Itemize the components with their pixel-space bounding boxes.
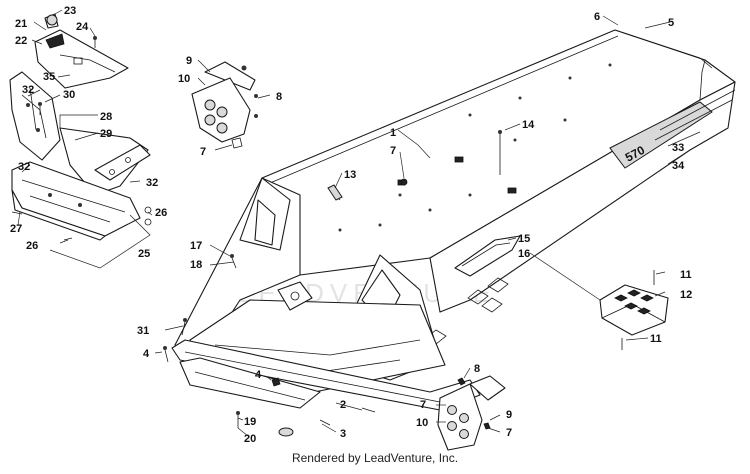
mount-plate: [277, 281, 313, 311]
callout-17: 17: [190, 240, 202, 252]
callout-6: 6: [594, 11, 600, 23]
callout-9-bottom: 9: [506, 409, 512, 421]
mid-bracket: [59, 127, 151, 196]
callout-9-top: 9: [186, 55, 192, 67]
callout-16: 16: [518, 248, 530, 260]
callout-35: 35: [43, 71, 55, 83]
deck-slot: [454, 235, 521, 277]
callout-19: 19: [244, 416, 256, 428]
side-decal: [609, 101, 713, 169]
callout-5: 5: [668, 17, 674, 29]
callout-26-right: 26: [155, 207, 167, 219]
callout-32-right: 32: [146, 177, 158, 189]
callout-26-left: 26: [26, 240, 38, 252]
callout-34: 34: [672, 160, 685, 172]
lower-left-plate: [11, 161, 141, 241]
callout-18: 18: [190, 259, 202, 271]
callout-27: 27: [10, 223, 22, 235]
callout-8-top: 8: [276, 91, 282, 103]
callout-7-deck: 7: [390, 145, 396, 157]
lower-bracket-assembly: [437, 375, 506, 451]
callout-labels: 23 21 24 22 35 32 30 28 29 32 32 27 26 2…: [10, 5, 692, 445]
callout-30: 30: [63, 89, 75, 101]
leader-lines: [17, 9, 701, 437]
callout-25: 25: [138, 248, 150, 260]
callout-23: 23: [64, 5, 76, 17]
callout-15: 15: [518, 233, 530, 245]
callout-29: 29: [100, 128, 112, 140]
callout-32-top: 32: [22, 84, 34, 96]
left-side-panel: [9, 71, 61, 161]
callout-28: 28: [100, 111, 112, 123]
callout-7-top: 7: [200, 146, 206, 158]
callout-2: 2: [340, 399, 346, 411]
render-credit: Rendered by LeadVenture, Inc.: [291, 451, 459, 465]
callout-20: 20: [244, 433, 256, 445]
top-left-cover: [34, 13, 129, 89]
callout-10-top: 10: [178, 73, 190, 85]
callout-7-bottom-right: 7: [506, 427, 512, 439]
hardware-bolts: [11, 36, 502, 437]
callout-7-bottom-left: 7: [420, 399, 426, 411]
chassis-tunnel: 570: [261, 29, 736, 345]
callout-11-bottom: 11: [650, 333, 662, 345]
callout-22: 22: [15, 35, 27, 47]
callout-4-left: 4: [143, 348, 150, 360]
front-bulkhead: [171, 177, 481, 411]
callout-10-bottom: 10: [416, 417, 428, 429]
callout-11-top: 11: [680, 269, 692, 281]
callout-14: 14: [522, 119, 535, 131]
callout-4-floor: 4: [255, 369, 262, 381]
callout-21: 21: [15, 18, 27, 30]
callout-1: 1: [390, 127, 396, 139]
callout-3: 3: [340, 428, 346, 440]
callout-33: 33: [672, 142, 684, 154]
callout-12: 12: [680, 289, 692, 301]
top-bracket-assembly: [191, 61, 258, 149]
callout-31: 31: [137, 325, 149, 337]
foot-plate: [599, 270, 669, 350]
callout-13: 13: [344, 169, 356, 181]
callout-32-mid: 32: [18, 161, 30, 173]
callout-24: 24: [76, 21, 89, 33]
callout-8-bottom: 8: [474, 363, 480, 375]
